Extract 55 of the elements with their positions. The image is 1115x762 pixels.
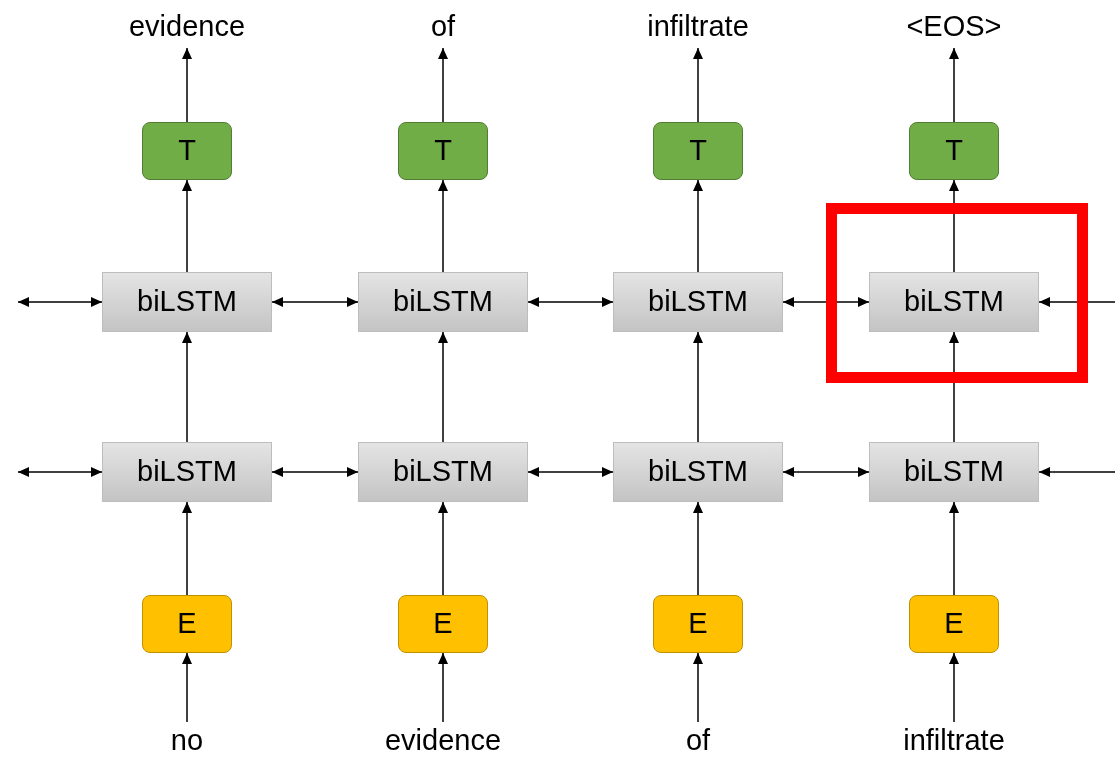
arrow — [438, 501, 448, 596]
arrow — [182, 652, 192, 723]
tagger-box: T — [142, 122, 232, 180]
arrow — [949, 652, 959, 723]
embedding-box: E — [142, 595, 232, 653]
arrow — [949, 179, 959, 273]
embedding-box: E — [653, 595, 743, 653]
arrow — [1038, 467, 1115, 477]
arrow — [17, 467, 103, 477]
arrow — [182, 179, 192, 273]
arrow — [693, 331, 703, 443]
arrow — [438, 331, 448, 443]
bilstm-box: biLSTM — [613, 442, 783, 502]
arrow — [949, 47, 959, 123]
embedding-box: E — [398, 595, 488, 653]
arrow — [182, 47, 192, 123]
bilstm-box: biLSTM — [869, 442, 1039, 502]
arrow — [271, 297, 359, 307]
arrow — [182, 331, 192, 443]
arrow — [17, 297, 103, 307]
bilstm-box: biLSTM — [358, 442, 528, 502]
arrow — [271, 467, 359, 477]
arrow — [949, 501, 959, 596]
arrow — [782, 297, 870, 307]
token-label: <EOS> — [854, 6, 1054, 48]
arrow — [949, 331, 959, 443]
bilstm-box: biLSTM — [869, 272, 1039, 332]
arrow — [527, 297, 614, 307]
token-label: of — [598, 722, 798, 760]
token-label: infiltrate — [598, 6, 798, 48]
arrow — [438, 652, 448, 723]
arrow — [693, 501, 703, 596]
arrow — [693, 47, 703, 123]
token-label: evidence — [343, 722, 543, 760]
bilstm-box: biLSTM — [102, 272, 272, 332]
arrow — [693, 179, 703, 273]
token-label: infiltrate — [854, 722, 1054, 760]
arrow — [438, 47, 448, 123]
arrow — [438, 179, 448, 273]
highlight-frame — [826, 203, 1088, 383]
bilstm-box: biLSTM — [613, 272, 783, 332]
arrow — [527, 467, 614, 477]
token-label: evidence — [87, 6, 287, 48]
bilstm-box: biLSTM — [102, 442, 272, 502]
arrow — [693, 652, 703, 723]
tagger-box: T — [653, 122, 743, 180]
arrow — [782, 467, 870, 477]
bilstm-box: biLSTM — [358, 272, 528, 332]
token-label: of — [343, 6, 543, 48]
embedding-box: E — [909, 595, 999, 653]
token-label: no — [87, 722, 287, 760]
arrow — [182, 501, 192, 596]
tagger-box: T — [909, 122, 999, 180]
arrow — [1038, 297, 1115, 307]
tagger-box: T — [398, 122, 488, 180]
